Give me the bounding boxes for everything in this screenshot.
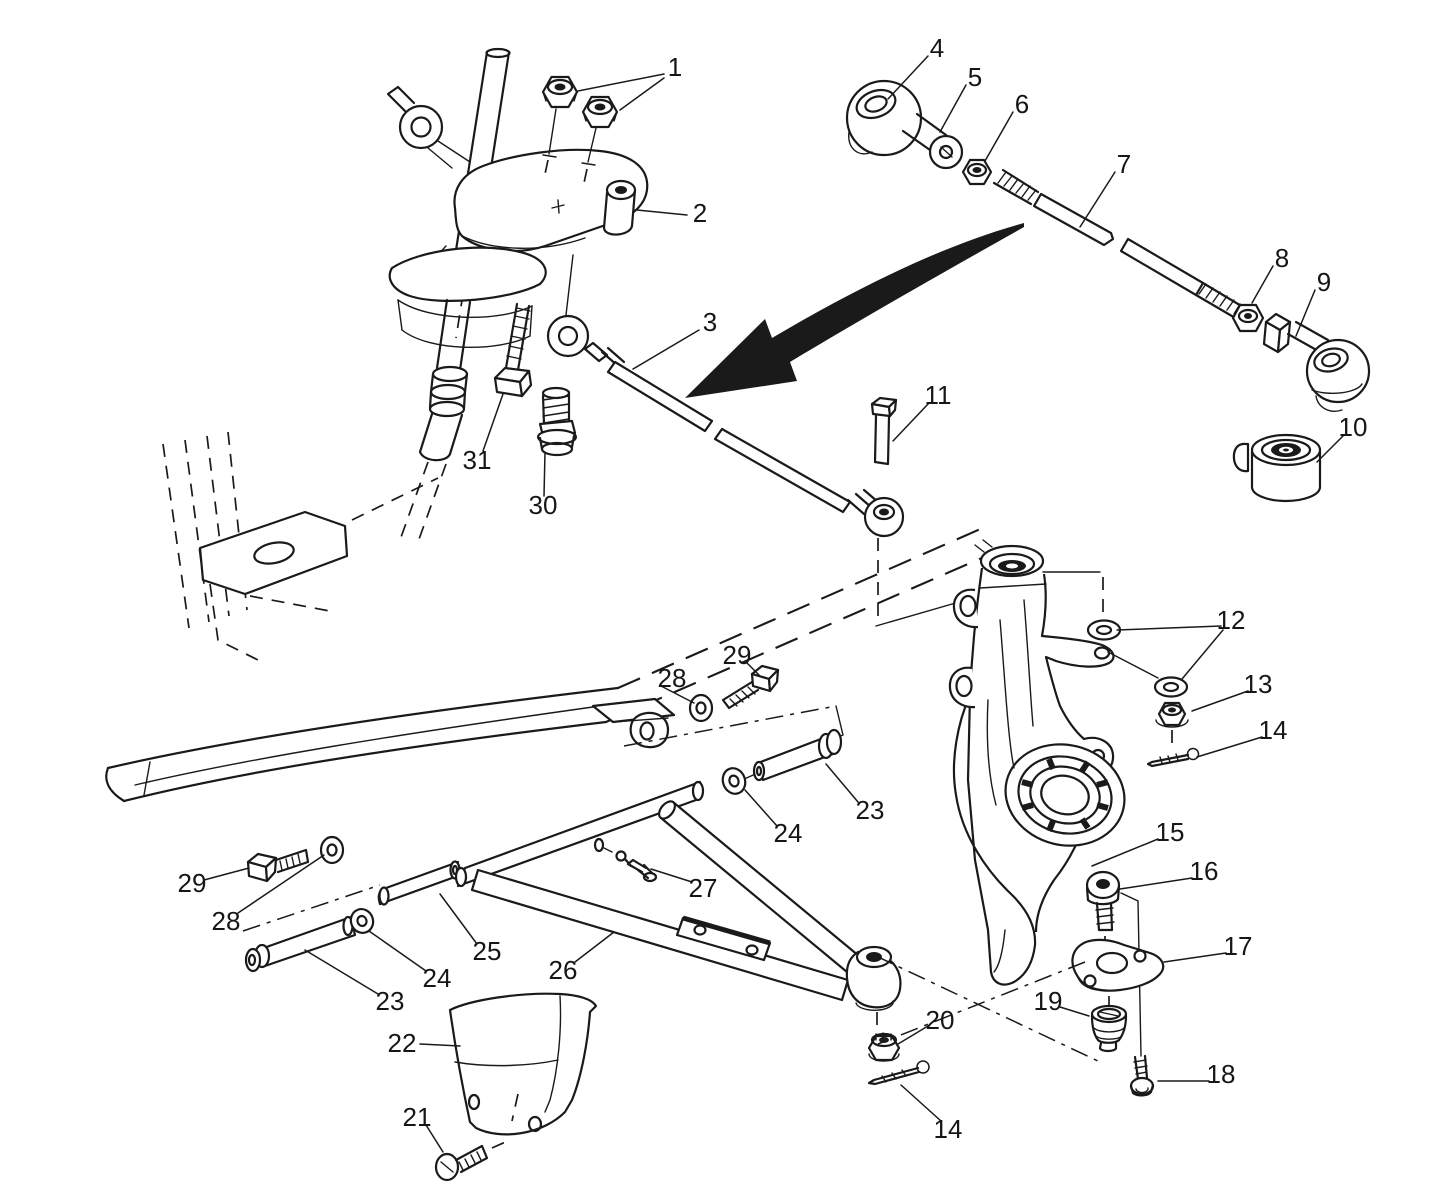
callout-29-upper: 29 <box>723 640 752 670</box>
callout-28-upper: 28 <box>658 663 687 693</box>
knuckle-15 <box>948 539 1126 986</box>
hex-nut-1b <box>581 95 619 129</box>
callout-3: 3 <box>703 307 717 337</box>
callout-14-lower: 14 <box>934 1114 963 1144</box>
steering-column <box>386 47 649 543</box>
bolt-11 <box>870 396 898 466</box>
callout-13: 13 <box>1244 669 1273 699</box>
callout-labels: 1 2 3 4 5 6 7 8 9 10 11 12 13 14 15 16 1… <box>178 33 1368 1144</box>
callout-17: 17 <box>1224 931 1253 961</box>
callout-28-lower: 28 <box>212 906 241 936</box>
callout-21: 21 <box>403 1102 432 1132</box>
tie-rod-3 <box>546 314 1104 627</box>
washer-nut-pin-group <box>1086 619 1200 768</box>
callout-6: 6 <box>1015 89 1029 119</box>
callout-31: 31 <box>463 445 492 475</box>
guard-22 <box>434 992 598 1182</box>
callout-4: 4 <box>930 33 944 63</box>
castle-nut-20 <box>867 1032 901 1062</box>
hex-nut-1a <box>541 75 579 109</box>
callout-20: 20 <box>926 1005 955 1035</box>
callout-29-lower: 29 <box>178 868 207 898</box>
bolt-21 <box>434 1138 513 1182</box>
cotter-pin-14-lower <box>867 1060 930 1086</box>
frame-phantom <box>162 431 439 661</box>
callout-15: 15 <box>1156 817 1185 847</box>
tie-rod-end-upper-left <box>386 85 471 169</box>
callout-30: 30 <box>529 490 558 520</box>
bushing-2 <box>602 179 637 236</box>
callout-9: 9 <box>1317 267 1331 297</box>
callout-27: 27 <box>689 873 718 903</box>
callout-25: 25 <box>473 936 502 966</box>
grease-fitting-27 <box>603 847 658 883</box>
callout-10: 10 <box>1339 412 1368 442</box>
leader-lines <box>203 55 1345 1153</box>
callout-12: 12 <box>1217 605 1246 635</box>
frame-rail <box>105 526 1001 803</box>
direction-arrow <box>685 223 1024 398</box>
callout-23-upper: 23 <box>856 795 885 825</box>
callout-22: 22 <box>388 1028 417 1058</box>
bushing-10 <box>1232 433 1322 503</box>
callout-23-lower: 23 <box>376 986 405 1016</box>
callout-14-upper: 14 <box>1259 715 1288 745</box>
callout-2: 2 <box>693 198 707 228</box>
tie-rod-right-assembly <box>845 79 1371 412</box>
callout-26: 26 <box>549 955 578 985</box>
bolt-30 <box>536 386 578 457</box>
callout-24-upper: 24 <box>774 818 803 848</box>
ball-joint-group <box>1071 870 1165 1097</box>
callout-24-lower: 24 <box>423 963 452 993</box>
bolt-31 <box>493 302 533 398</box>
callout-7: 7 <box>1117 149 1131 179</box>
callout-1: 1 <box>668 52 682 82</box>
callout-18: 18 <box>1207 1059 1236 1089</box>
callout-5: 5 <box>968 62 982 92</box>
pivot-lower-group <box>242 835 461 973</box>
callout-8: 8 <box>1275 243 1289 273</box>
callout-16: 16 <box>1190 856 1219 886</box>
callout-19: 19 <box>1034 986 1063 1016</box>
a-arm-26 <box>454 780 1101 1086</box>
callout-11: 11 <box>925 380 952 410</box>
pivot-upper-group <box>591 664 844 795</box>
